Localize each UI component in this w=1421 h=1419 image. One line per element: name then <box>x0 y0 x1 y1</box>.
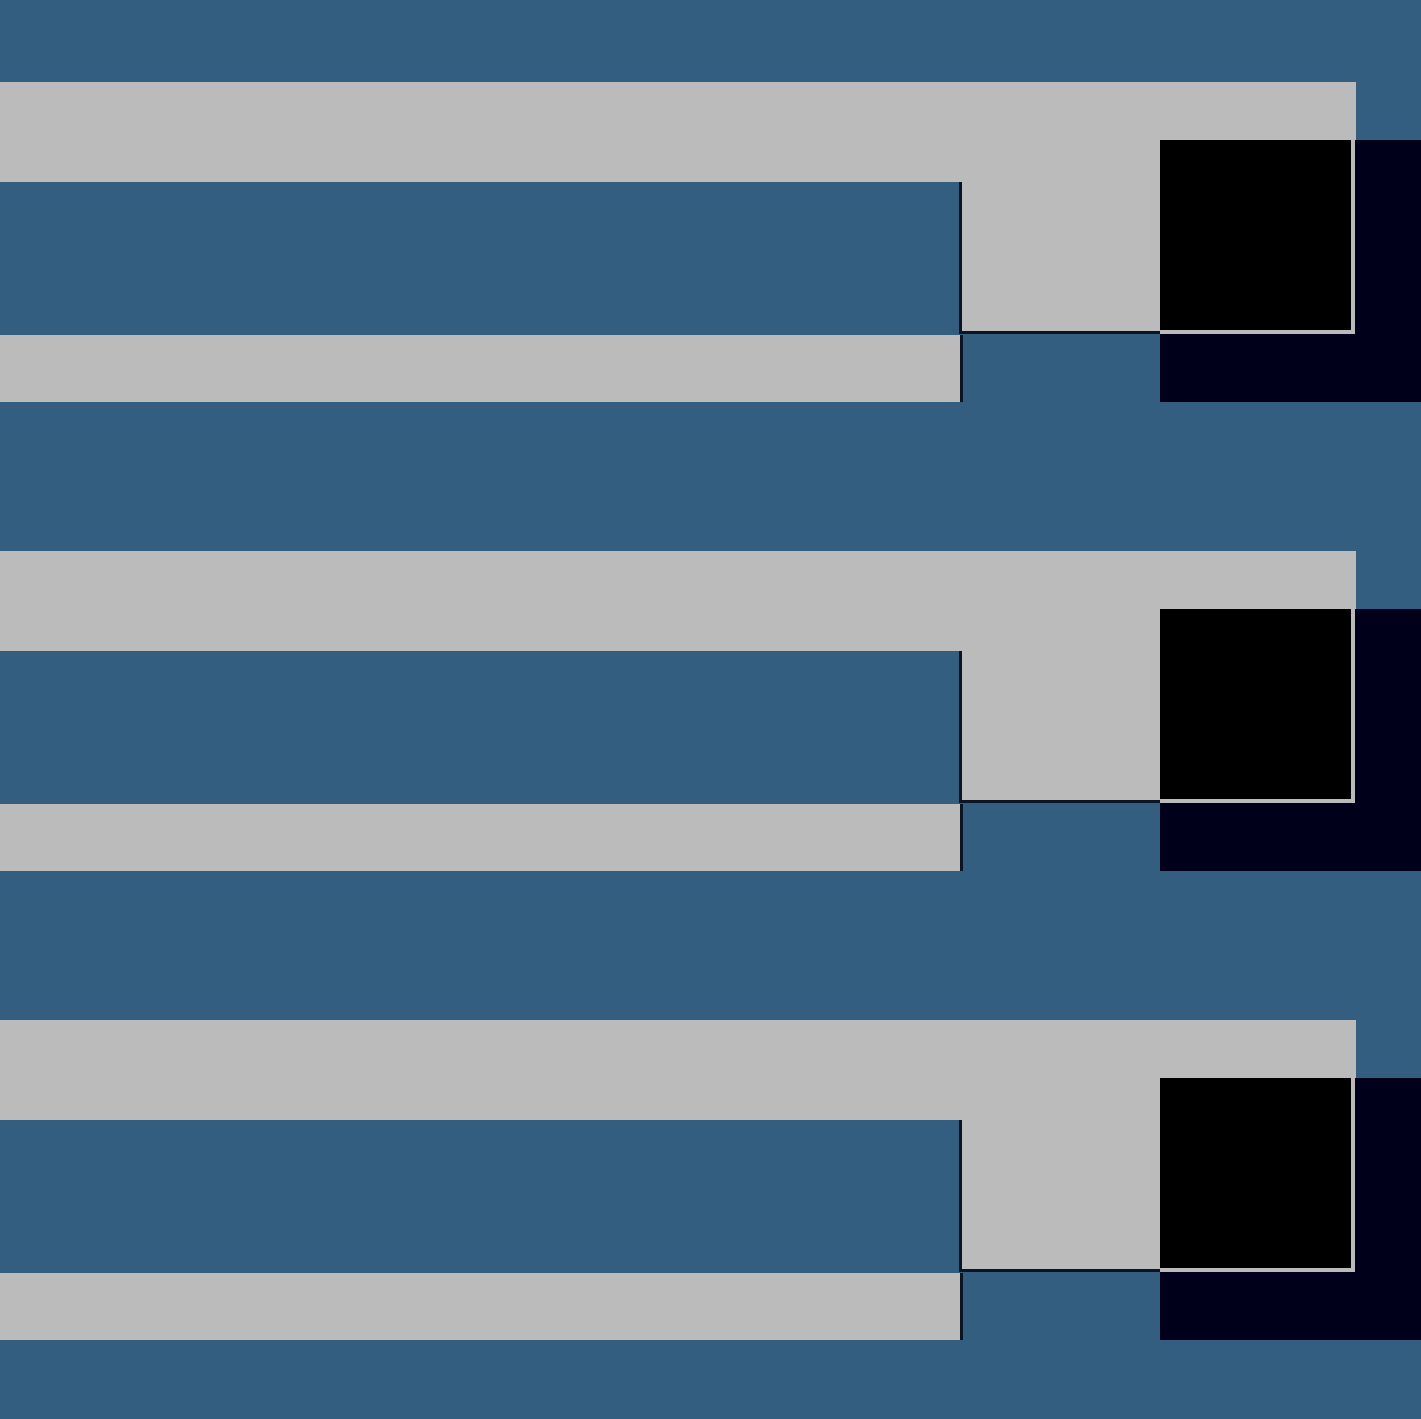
row-content-area <box>0 1120 962 1273</box>
row-tab-connector <box>959 182 1160 334</box>
row-2-action-button[interactable] <box>1160 609 1355 803</box>
row-footer-bar <box>0 1273 963 1340</box>
row-3-action-button[interactable] <box>1160 1078 1355 1272</box>
row-tab-connector <box>959 1120 1160 1272</box>
row-footer-bar <box>0 335 963 402</box>
row-tab-connector <box>959 651 1160 803</box>
row-content-area <box>0 651 962 804</box>
list-row-3 <box>0 1020 1421 1340</box>
row-1-action-button[interactable] <box>1160 140 1355 334</box>
row-header-bar <box>0 551 1356 651</box>
list-row-1 <box>0 82 1421 402</box>
row-header-bar <box>0 82 1356 182</box>
row-footer-bar <box>0 804 963 871</box>
list-row-2 <box>0 551 1421 871</box>
row-content-area <box>0 182 962 335</box>
row-header-bar <box>0 1020 1356 1120</box>
